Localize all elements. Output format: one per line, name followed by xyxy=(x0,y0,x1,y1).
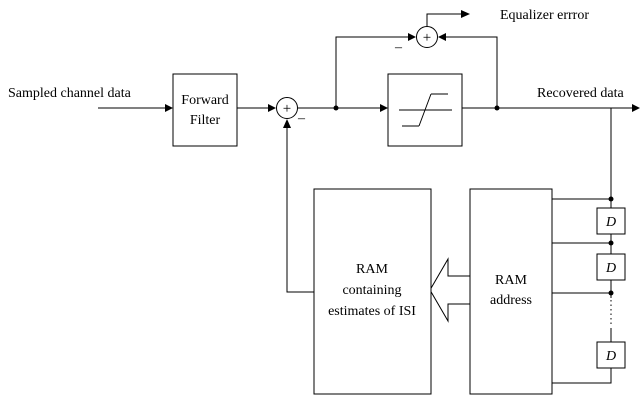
main-sum-plus: + xyxy=(283,101,291,117)
error-sum-minus: – xyxy=(394,40,403,55)
filter-to-sum-arrowhead xyxy=(268,104,276,112)
isi-feedback-wire xyxy=(286,127,314,293)
recovered-data-arrowhead xyxy=(632,104,640,112)
equalizer-error-wire xyxy=(426,13,461,26)
ram-isi-label-line1: RAM xyxy=(356,262,388,277)
main-summing-junction xyxy=(276,97,298,119)
forward-filter-block xyxy=(172,73,238,147)
error-plus-input-wire xyxy=(445,36,498,108)
main-sum-minus: – xyxy=(297,111,306,126)
delay-element-n xyxy=(596,341,626,369)
sum-to-slicer-arrowhead xyxy=(380,104,388,112)
error-summing-junction xyxy=(416,26,438,48)
error-minus-input-wire xyxy=(335,36,409,108)
delay-n-label: D xyxy=(605,349,616,364)
delay-element-2 xyxy=(596,253,626,281)
ram-isi-label-line2: containing xyxy=(342,283,401,298)
input-label: Sampled channel data xyxy=(8,86,132,101)
error-plus-input-arrowhead xyxy=(438,33,446,41)
ram-isi-label-line3: estimates of ISI xyxy=(328,304,416,319)
delay-2-label: D xyxy=(605,261,616,276)
slicer-icon xyxy=(399,93,452,127)
ram-address-label-line2: address xyxy=(490,293,532,308)
address-bus-arrow xyxy=(429,257,471,323)
delay-1-label: D xyxy=(605,215,616,230)
recovered-data-label: Recovered data xyxy=(537,86,624,101)
delay-n-out-wire xyxy=(552,368,612,384)
forward-filter-label-line2: Filter xyxy=(190,113,221,128)
ram-address-block xyxy=(469,188,553,395)
ram-isi-block xyxy=(313,188,432,395)
equalizer-error-arrowhead xyxy=(461,10,470,18)
ram-address-label-line1: RAM xyxy=(495,273,527,288)
input-arrowhead xyxy=(165,104,173,112)
error-minus-input-arrowhead xyxy=(408,33,416,41)
error-sum-plus: + xyxy=(423,30,431,46)
equalizer-error-label: Equalizer errror xyxy=(500,8,589,23)
isi-feedback-arrowhead xyxy=(283,119,291,128)
forward-filter-label-line1: Forward xyxy=(181,93,228,108)
